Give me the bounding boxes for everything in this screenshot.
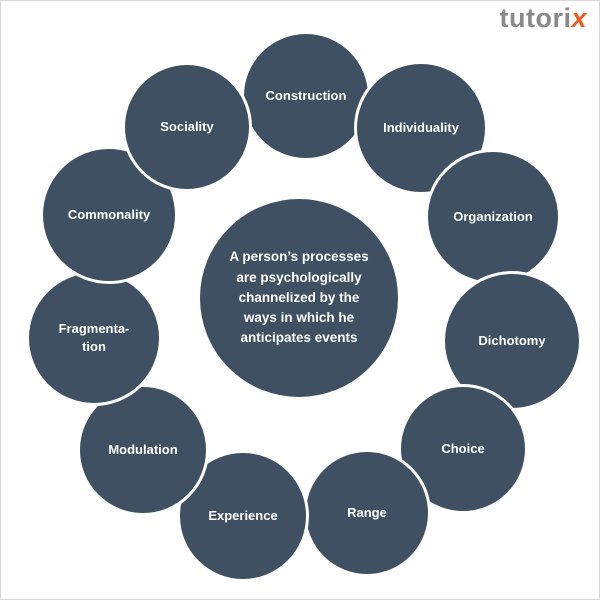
logo-text: tutori	[499, 3, 572, 33]
circle-label-range: Range	[347, 505, 387, 521]
logo-accent-letter: x	[571, 3, 587, 33]
circle-label-fragmentation: Fragmenta- tion	[58, 321, 130, 354]
circle-individuality: Individuality	[354, 61, 488, 195]
center-circle: A person’s processes are psychologically…	[197, 196, 401, 400]
circle-label-organization: Organization	[453, 209, 533, 225]
center-circle-text: A person’s processes are psychologically…	[229, 249, 369, 346]
circle-label-commonality: Commonality	[67, 207, 151, 223]
circle-label-construction: Construction	[265, 88, 347, 104]
circle-fragmentation: Fragmenta- tion	[26, 270, 162, 406]
circle-organization: Organization	[425, 149, 561, 285]
circle-label-experience: Experience	[208, 508, 278, 524]
circle-label-dichotomy: Dichotomy	[478, 333, 546, 349]
tutorix-logo: tutorix	[499, 3, 587, 34]
circle-label-modulation: Modulation	[108, 442, 178, 458]
circle-range: Range	[303, 449, 431, 577]
circle-sociality: Sociality	[122, 62, 252, 192]
circle-modulation: Modulation	[77, 384, 209, 516]
circle-label-sociality: Sociality	[160, 119, 214, 135]
circle-label-choice: Choice	[441, 441, 485, 457]
circle-label-individuality: Individuality	[383, 120, 459, 136]
circle-construction: Construction	[241, 31, 371, 161]
